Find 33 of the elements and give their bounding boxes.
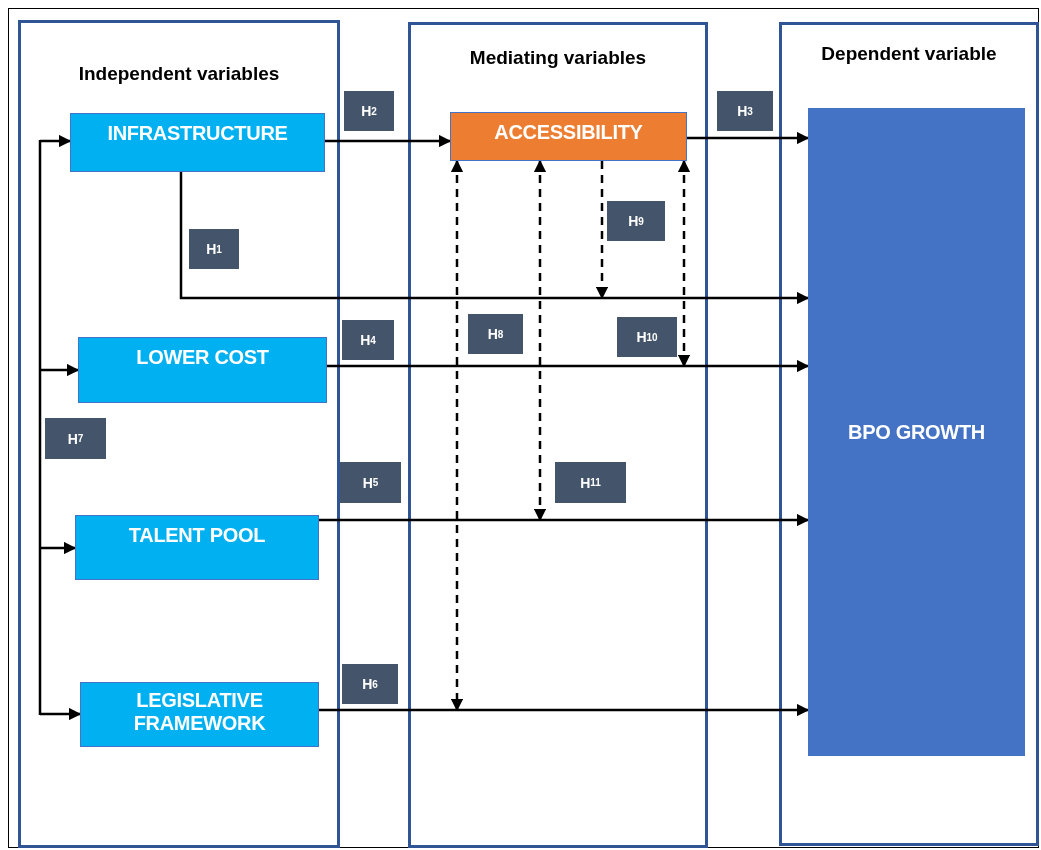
- arrow: [595, 161, 609, 300]
- arrow: [325, 134, 452, 148]
- variable-box: [78, 337, 327, 403]
- arrow: [687, 131, 810, 145]
- variable-box: [75, 515, 319, 580]
- variable-box: [80, 682, 319, 747]
- variable-label: LOWER COST: [135, 346, 270, 369]
- variable-box: [808, 108, 1025, 756]
- variable-box: [70, 113, 325, 172]
- variable-label: INFRASTRUCTURE: [106, 122, 289, 145]
- group-panel: [779, 22, 1039, 846]
- arrow: [179, 172, 810, 305]
- double-arrow: [533, 159, 547, 522]
- group-panel: [18, 20, 340, 848]
- arrow: [319, 703, 810, 717]
- panel-heading: Dependent variable: [820, 43, 998, 65]
- arrow: [40, 707, 82, 721]
- group-panel: [408, 22, 708, 848]
- arrow: [327, 359, 810, 373]
- variable-label: TALENT POOL: [127, 524, 267, 547]
- arrow: [40, 134, 72, 148]
- panel-heading: Independent variables: [77, 63, 281, 85]
- variable-label: LEGISLATIVE FRAMEWORK: [132, 689, 267, 735]
- arrow: [319, 513, 810, 527]
- arrow: [40, 541, 77, 555]
- variable-label: BPO GROWTH: [847, 420, 986, 444]
- panel-heading: Mediating variables: [468, 47, 648, 69]
- variable-label: ACCESSIBILITY: [493, 121, 644, 144]
- connector-line: [38, 140, 42, 715]
- arrow: [40, 363, 80, 377]
- double-arrow: [450, 159, 464, 712]
- variable-box: [450, 112, 687, 161]
- double-arrow: [677, 159, 691, 368]
